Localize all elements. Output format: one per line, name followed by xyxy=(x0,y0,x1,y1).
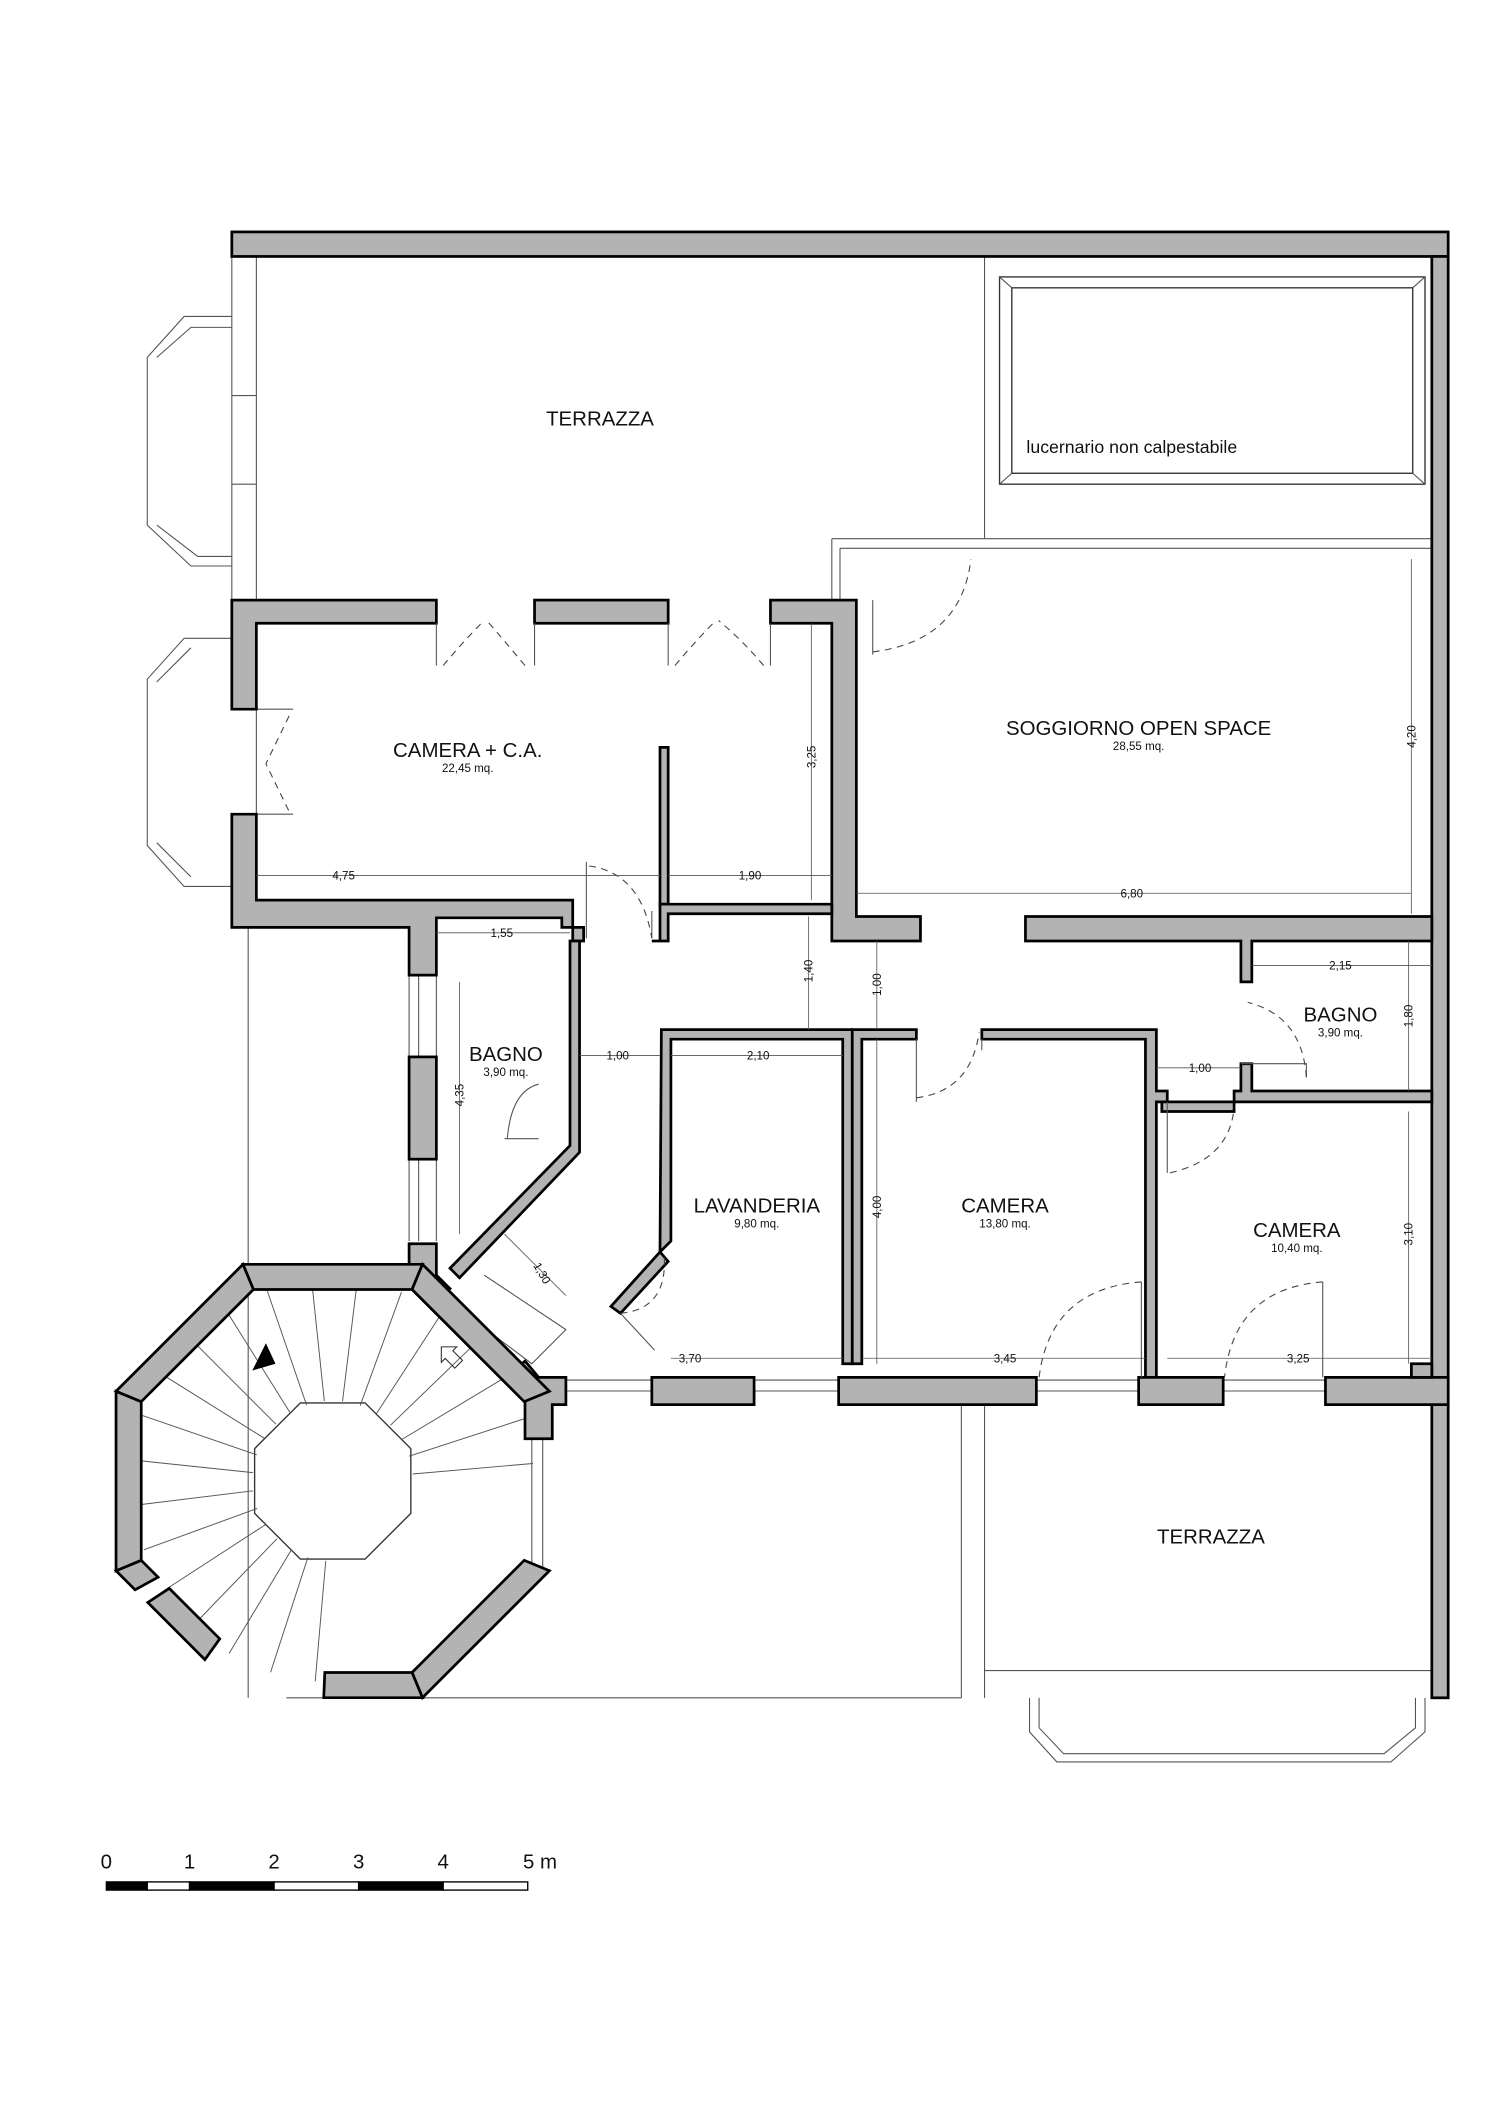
stair-tread xyxy=(133,1490,254,1506)
stair-tread xyxy=(408,1418,525,1457)
scale-label: 2 xyxy=(268,1850,279,1873)
dimension-label: 1,80 xyxy=(1404,1005,1416,1028)
stair-tread xyxy=(132,1459,253,1474)
skylight-label: lucernario non calpestabile xyxy=(1026,437,1237,457)
dimension-label: 3,25 xyxy=(1287,1353,1310,1365)
dimension-label: 2,15 xyxy=(1329,961,1352,973)
stair-tread xyxy=(314,1560,327,1682)
room-name: CAMERA xyxy=(1253,1219,1341,1242)
room-area: 3,90 mq. xyxy=(1318,1027,1363,1039)
stair-wall xyxy=(114,1389,143,1573)
stair-tread xyxy=(270,1557,309,1673)
dimension-label: 1,30 xyxy=(530,1261,552,1287)
dimension-label: 6,80 xyxy=(1121,888,1144,900)
stair-wall xyxy=(113,1261,256,1404)
stair-tread xyxy=(359,1291,402,1406)
dimension-label: 3,25 xyxy=(806,746,818,769)
room-area: 28,55 mq. xyxy=(1113,741,1165,753)
dimension-label: 1,00 xyxy=(872,973,884,996)
stair-tread xyxy=(142,1415,257,1456)
stair-tread xyxy=(161,1374,265,1439)
skylight xyxy=(998,276,1426,485)
room-name: TERRAZZA xyxy=(1157,1526,1265,1549)
room-area: 22,45 mq. xyxy=(442,763,494,775)
room-area: 13,80 mq. xyxy=(979,1218,1030,1230)
room-area: 3,90 mq. xyxy=(483,1067,528,1079)
room-name: SOGGIORNO OPEN SPACE xyxy=(1006,717,1271,740)
stair-wall xyxy=(240,1262,425,1291)
room-name: LAVANDERIA xyxy=(694,1194,821,1217)
scale-label: 0 xyxy=(101,1850,112,1873)
stair-wall xyxy=(410,1261,552,1404)
dimension-label: 1,90 xyxy=(739,871,762,883)
dimension-label: 1,00 xyxy=(1189,1063,1212,1075)
dimension-label: 4,75 xyxy=(332,871,355,883)
stair-tread xyxy=(311,1280,325,1402)
dimension-label: 3,45 xyxy=(994,1353,1017,1365)
stair-tread xyxy=(190,1338,277,1425)
dimension-label: 1,40 xyxy=(804,960,816,983)
stair-tread xyxy=(192,1538,278,1626)
stair-direction-arrow xyxy=(252,1343,464,1371)
room-name: TERRAZZA xyxy=(546,408,654,431)
room-name: CAMERA xyxy=(961,1194,1049,1217)
scale-label: 3 xyxy=(353,1850,364,1873)
scale-bar: 0 1 2 3 4 5 m xyxy=(101,1850,557,1891)
walls xyxy=(230,230,1450,1700)
stair-tread xyxy=(412,1463,534,1475)
stair-wall xyxy=(145,1586,222,1662)
stair-tread xyxy=(342,1281,358,1402)
dimension-lines xyxy=(256,559,1432,1364)
doors xyxy=(435,559,1324,1378)
room-area: 9,80 mq. xyxy=(734,1218,779,1230)
stair-tread xyxy=(228,1549,292,1654)
dimension-label: 2,10 xyxy=(747,1051,770,1063)
room-area: 10,40 mq. xyxy=(1271,1243,1323,1255)
dimension-label: 4,00 xyxy=(872,1196,884,1219)
dimension-label: 3,10 xyxy=(1404,1223,1416,1246)
stair-tread xyxy=(163,1524,266,1591)
stair-tread xyxy=(266,1290,308,1406)
dimension-label: 3,70 xyxy=(679,1353,702,1365)
scale-label: 5 m xyxy=(523,1850,557,1873)
stair-wall xyxy=(410,1558,552,1701)
stair-tread xyxy=(390,1340,478,1426)
stair-tread xyxy=(401,1377,506,1441)
dimension-label: 1,55 xyxy=(491,928,514,940)
stair-wall xyxy=(322,1671,425,1700)
dimension-label: 1,00 xyxy=(606,1051,629,1063)
room-name: BAGNO xyxy=(1304,1003,1378,1026)
scale-label: 4 xyxy=(437,1850,448,1873)
scale-label: 1 xyxy=(184,1850,195,1873)
stair-tread xyxy=(376,1312,443,1414)
dimension-label: 4,20 xyxy=(1406,725,1418,748)
room-name: BAGNO xyxy=(469,1043,543,1066)
room-name: CAMERA + C.A. xyxy=(393,739,542,762)
spiral-staircase xyxy=(113,1261,552,1701)
dimension-label: 4,35 xyxy=(455,1084,467,1107)
stair-tread xyxy=(143,1508,258,1551)
stair-core xyxy=(253,1402,412,1560)
